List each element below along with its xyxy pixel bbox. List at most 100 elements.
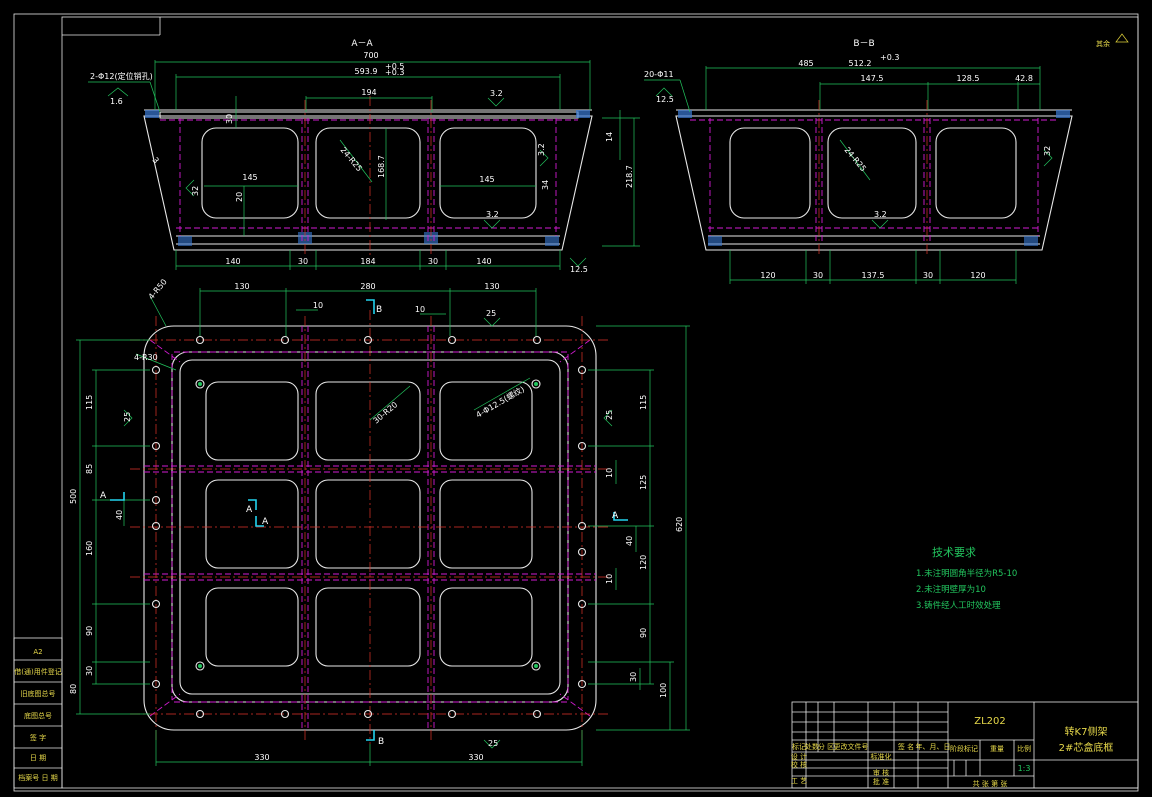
title-block: ZL202 转K7侧架 2#芯盒底框 1:3 标记 处数 分 区 更改文件号 签… <box>791 701 1139 789</box>
plan-dim-620: 620 <box>675 517 684 532</box>
plan-ra-25b: 25 <box>488 739 498 748</box>
aa-dim-145a: 145 <box>242 173 257 182</box>
aa-ra-12-5: 12.5 <box>570 265 588 274</box>
aa-dim-34: 34 <box>541 180 550 190</box>
plan-bolt-note: 4-Φ12.5(螺纹) <box>474 384 526 420</box>
bb-dim-120b: 120 <box>970 271 985 280</box>
plan-dim-130b: 130 <box>484 282 499 291</box>
plan-dim-120: 120 <box>639 555 648 570</box>
tb-row-proc: 工 艺 <box>791 777 807 785</box>
bb-dim-30b: 30 <box>923 271 933 280</box>
sidebar-row-5: 日 期 <box>30 754 46 762</box>
sidebar-row-4: 签 字 <box>30 733 46 742</box>
tb-hdr-date: 年、月、日 <box>916 742 951 751</box>
plan-ra-25c: 25 <box>123 412 132 422</box>
bb-dim-120a: 120 <box>760 271 775 280</box>
bb-ra-12-5: 12.5 <box>656 95 674 104</box>
plan-dim-80: 80 <box>69 684 78 694</box>
aa-dim-20: 20 <box>235 192 244 202</box>
aa-dim-3: 3 <box>150 156 160 166</box>
aa-dim-140b: 140 <box>476 257 491 266</box>
section-a-a-title: A－A <box>351 39 373 49</box>
plan-r-30-r20: 30-R20 <box>372 400 400 425</box>
tech-item-1: 1.未注明圆角半径为R5-10 <box>916 568 1017 579</box>
plan-dim-130a: 130 <box>234 282 249 291</box>
tb-hdr-weight: 重量 <box>990 745 1004 753</box>
plan-dim-500: 500 <box>69 489 78 504</box>
roughness-icon <box>1115 33 1129 43</box>
aa-ra-3-2a: 3.2 <box>490 89 503 98</box>
bb-hole-note: 20-Φ11 <box>644 70 674 79</box>
bb-dim-42: 42.8 <box>1015 74 1033 83</box>
aa-dim-30c: 30 <box>428 257 438 266</box>
sidebar-row-6: 档案号 日 期 <box>18 773 57 782</box>
plan-r-4-30: 4-R30 <box>134 353 158 362</box>
tb-hdr-count: 处数 <box>805 742 819 751</box>
plan-dim-90b: 90 <box>639 628 648 638</box>
tech-item-2: 2.未注明壁厚为10 <box>916 584 986 595</box>
aa-dim-168: 168.7 <box>377 155 386 178</box>
bb-ra-3-2: 3.2 <box>874 210 887 219</box>
tb-hdr-doc: 更改文件号 <box>834 742 869 751</box>
sidebar-row-2: 旧底图总号 <box>21 689 56 698</box>
sheet-size: A2 <box>33 648 42 656</box>
aa-dim-140a: 140 <box>225 257 240 266</box>
bb-dim-512: 512.2 <box>849 59 872 68</box>
tb-hdr-stage: 阶段标记 <box>950 744 978 753</box>
tb-hdr-sign: 签 名 <box>898 742 914 751</box>
aa-bolt-note: 2-Φ12(定位销孔) <box>90 71 153 81</box>
tb-sheet: 共 张 第 张 <box>973 779 1008 788</box>
scale-value: 1:3 <box>1018 764 1031 773</box>
tb-row-appr: 批 准 <box>873 777 889 786</box>
aa-dim-593-tol-bot: +0.3 <box>385 68 404 77</box>
bb-dim-32: 32 <box>1043 146 1052 156</box>
aa-ra-3-2b: 3.2 <box>537 143 546 156</box>
cut-label-b-top: B <box>376 305 382 315</box>
plan-dim-125: 125 <box>639 475 648 490</box>
cut-label-a-left: A <box>100 491 107 501</box>
plan-dim-90a: 90 <box>85 626 94 636</box>
aa-dim-30: 30 <box>225 114 234 124</box>
section-label-a-1: A <box>246 505 253 515</box>
aa-r-note: 24-R25 <box>338 146 363 174</box>
aa-dim-184: 184 <box>360 257 375 266</box>
plan-ra-25a: 25 <box>486 309 496 318</box>
bb-r-note: 24-R25 <box>842 146 867 174</box>
bolt-holes <box>151 335 587 719</box>
plan-dim-30: 30 <box>85 666 94 676</box>
plan-dim-115b: 115 <box>639 395 648 410</box>
tech-item-3: 3.铸件经人工时效处理 <box>916 600 1001 611</box>
drawing-frame <box>13 13 1139 792</box>
bb-dim-128: 128.5 <box>957 74 980 83</box>
tb-hdr-mark: 标记 <box>792 742 806 751</box>
aa-dim-700: 700 <box>363 51 378 60</box>
tb-row-check: 校 核 <box>791 760 807 769</box>
aa-dim-145b: 145 <box>479 175 494 184</box>
plan-dim-10d: 10 <box>605 574 614 584</box>
plan-dim-40b: 40 <box>625 536 634 546</box>
bb-dim-147: 147.5 <box>861 74 884 83</box>
aa-ra-1-6: 1.6 <box>110 97 123 106</box>
plan-dim-10a: 10 <box>313 301 323 310</box>
section-a-a: A－A <box>88 39 640 274</box>
tb-row-review: 审 核 <box>873 768 889 777</box>
aa-ra-3-2c: 3.2 <box>486 210 499 219</box>
aa-dim-14: 14 <box>605 132 614 142</box>
sidebar-table: A2 借(通)用件登记 旧底图总号 底图总号 签 字 日 期 档案号 日 期 <box>13 637 63 789</box>
plan-dim-115a: 115 <box>85 395 94 410</box>
section-b-b: B－B <box>644 33 1129 284</box>
roughness-note: 其余 <box>1096 39 1110 48</box>
drawing-code: ZL202 <box>974 716 1006 727</box>
bb-dim-137: 137.5 <box>862 271 885 280</box>
section-b-b-title: B－B <box>853 39 874 49</box>
bb-dim-512-tol: +0.3 <box>880 53 899 62</box>
aa-dim-30b: 30 <box>298 257 308 266</box>
aa-dim-593-tol-top: +0.5 <box>385 62 404 71</box>
sidebar-row-1: 借(通)用件登记 <box>14 667 61 676</box>
plan-dim-10c: 10 <box>605 468 614 478</box>
sidebar-row-3: 底图总号 <box>24 711 52 720</box>
plan-dim-280: 280 <box>360 282 375 291</box>
plan-view: 4-R50 4-R30 130 280 130 10 10 115 85 500… <box>69 277 690 766</box>
plan-dim-330a: 330 <box>254 753 269 762</box>
